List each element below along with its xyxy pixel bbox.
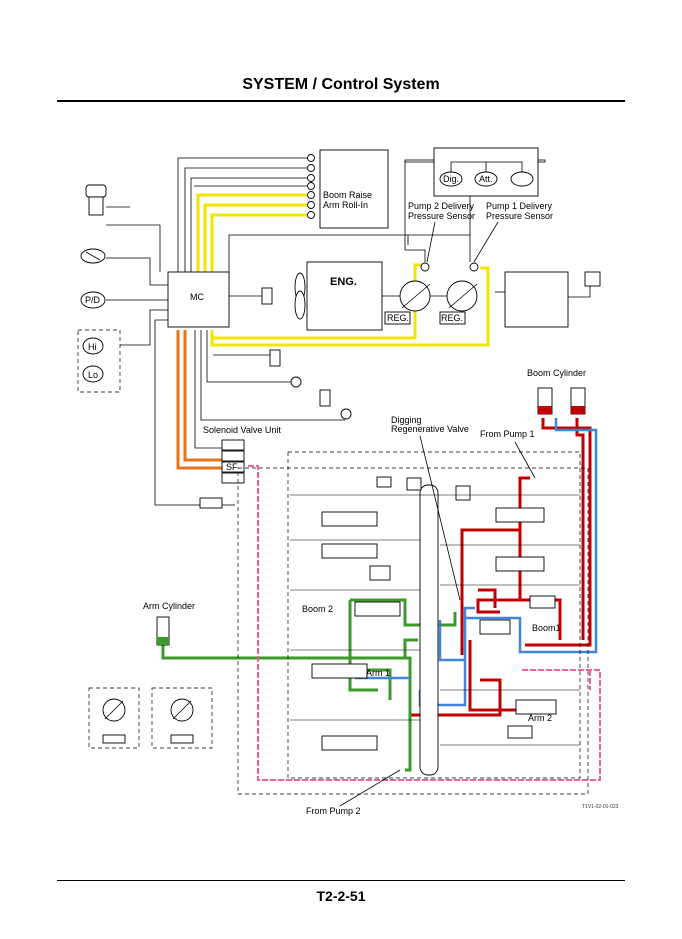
key-switch-icon [85, 184, 130, 216]
boom-cylinder-label: Boom Cylinder [527, 368, 586, 378]
arm2-label: Arm 2 [528, 713, 552, 723]
arm-roll-in-label: Arm Roll-In [323, 200, 368, 210]
att-label: Att. [479, 174, 493, 184]
arm-cylinder [156, 616, 170, 646]
pump2-pressure-sensor [420, 262, 430, 272]
signal-orange-lines [176, 330, 222, 470]
pilot-port-block-outline [237, 467, 589, 795]
sf-label: SF [226, 462, 238, 472]
from-pump-2-label: From Pump 2 [306, 806, 361, 816]
lo-label: Lo [88, 370, 98, 380]
control-valve-outline [287, 451, 581, 779]
from-pump-1-label: From Pump 1 [480, 429, 535, 439]
harness-circles [307, 154, 315, 219]
pd-label: P/D [85, 295, 101, 305]
return-blue-lines [355, 418, 598, 707]
pump1-sensor-label-line2: Pressure Sensor [486, 211, 553, 221]
arm-cylinder-label: Arm Cylinder [143, 601, 195, 611]
blank-mode-switch [510, 171, 534, 187]
left-pilot-valve-icon [102, 698, 126, 744]
pump2-sensor-label-line1: Pump 2 Delivery [408, 201, 475, 211]
digging-regen-label-line2: Regenerative Valve [391, 424, 469, 434]
pressure-switch-1 [269, 349, 302, 388]
pump2-green-lines [161, 598, 457, 772]
hi-label: Hi [88, 342, 97, 352]
pilot-pump-box [504, 271, 569, 328]
hi-switch: Hi [82, 337, 104, 355]
pd-switch: P/D [80, 291, 106, 309]
pressure-switch-2 [319, 389, 352, 420]
title-rule [57, 100, 625, 102]
travel-speed-switch-box [77, 329, 121, 393]
pump-1: REG. [439, 280, 478, 325]
monitor-icon [584, 271, 601, 287]
pump1-pressure-sensor [469, 262, 479, 272]
pilot-pink-lines [248, 465, 601, 781]
pump2-sensor-label-line2: Pressure Sensor [408, 211, 475, 221]
lo-switch: Lo [82, 365, 104, 383]
page-number: T2-2-51 [316, 888, 366, 904]
digging-regen-label-line1: Digging [391, 415, 422, 425]
solenoid-valve-unit-label: Solenoid Valve Unit [203, 425, 281, 435]
fan-icon [294, 272, 306, 320]
boom1-label: Boom1 [532, 623, 561, 633]
footer-rule [57, 880, 625, 881]
right-pilot-valve-icon [170, 698, 194, 744]
valve-spools [311, 476, 557, 776]
pilot-filter [199, 497, 223, 509]
pump1-sensor-label-line1: Pump 1 Delivery [486, 201, 553, 211]
boom-cylinder-right [570, 387, 586, 415]
pump-2: REG. [384, 280, 431, 325]
engine-label: ENG. [330, 276, 357, 288]
valve-grid-lines [290, 494, 580, 746]
boom2-label: Boom 2 [302, 604, 333, 614]
fuel-dial-icon [80, 248, 106, 264]
reg-left-label: REG. [387, 313, 409, 323]
reg-right-label: REG. [441, 313, 463, 323]
left-pilot-valve-box [88, 687, 140, 749]
dig-label: Dig. [443, 174, 459, 184]
solenoid-valve-unit: SF [221, 439, 245, 484]
switch-panel-box [319, 149, 389, 229]
boom-cylinder-left [537, 387, 553, 415]
mc-controller [167, 271, 230, 328]
page-title: SYSTEM / Control System [242, 76, 440, 93]
boom-raise-label: Boom Raise [323, 190, 372, 200]
arm1-label: Arm 1 [366, 668, 390, 678]
engine-block [306, 261, 383, 331]
figure-code: T1V1-02-01-023 [582, 804, 619, 810]
right-pilot-valve-box [151, 687, 213, 749]
mc-side-sensor [261, 287, 273, 305]
mc-label: MC [190, 292, 204, 302]
